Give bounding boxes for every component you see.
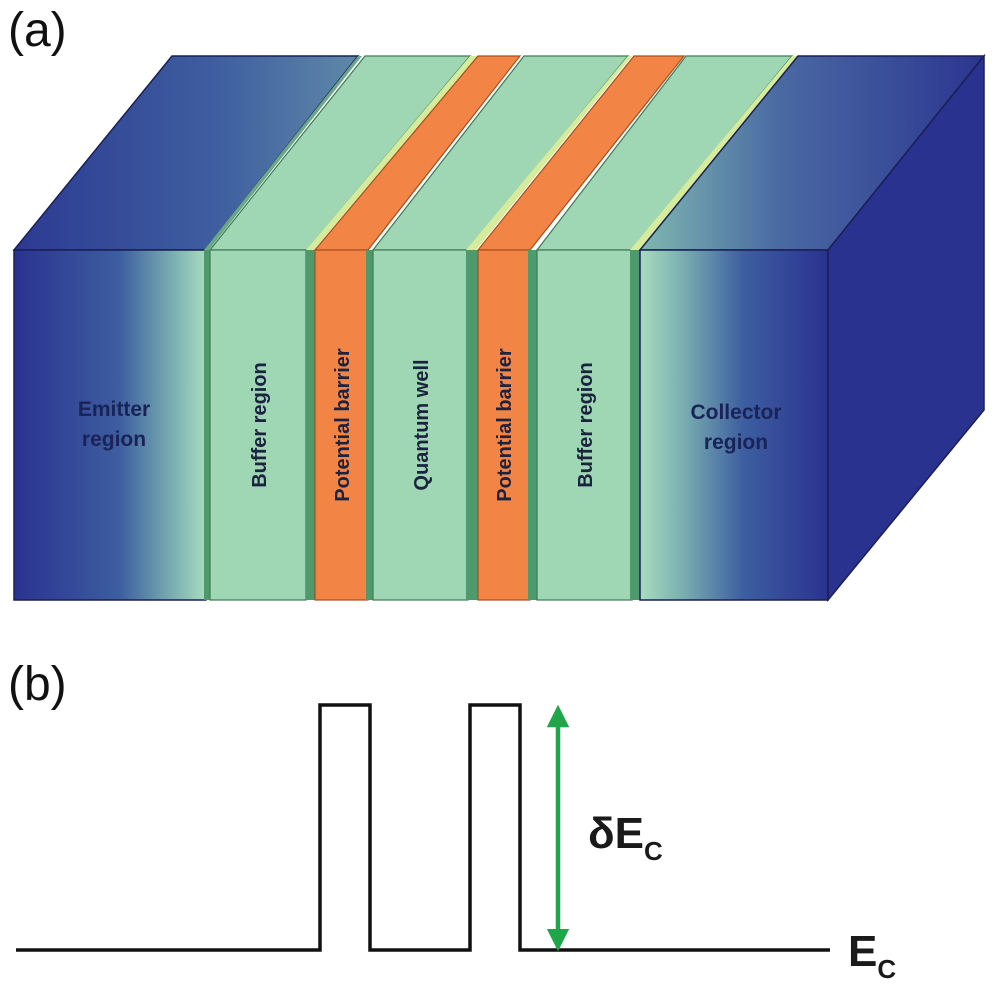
potential-barrier-right-label: Potential barrier <box>494 348 516 502</box>
conduction-band-sub: C <box>877 954 896 984</box>
quantum-well-label: Quantum well <box>411 359 433 490</box>
buffer-region-right-label: Buffer region <box>575 362 597 488</box>
quantum-well-slab <box>371 55 632 601</box>
buffer-region-left-label: Buffer region <box>249 362 271 488</box>
conduction-band-main: E <box>848 927 877 976</box>
collector-block <box>638 53 986 603</box>
potential-barrier-left-slab <box>313 55 522 601</box>
buffer-region-right-slab <box>535 55 798 601</box>
potential-barrier-right-slab <box>476 55 686 601</box>
collector-label-line2: region <box>704 431 768 454</box>
buffer-region-left-slab <box>208 55 478 601</box>
barrier-height-label: δEC <box>588 809 663 866</box>
emitter-label-line2: region <box>82 428 146 451</box>
conduction-band-profile <box>16 703 830 952</box>
panel-b-label: (b) <box>8 658 67 711</box>
panel-a-label: (a) <box>8 4 67 57</box>
collector-label-line1: Collector <box>690 401 781 424</box>
conduction-band-label: EC <box>848 927 896 984</box>
potential-barrier-left-label: Potential barrier <box>332 348 354 502</box>
barrier-height-main: δE <box>588 809 644 858</box>
emitter-block <box>12 55 362 601</box>
barrier-height-sub: C <box>644 836 663 866</box>
emitter-label-line1: Emitter <box>78 398 150 421</box>
